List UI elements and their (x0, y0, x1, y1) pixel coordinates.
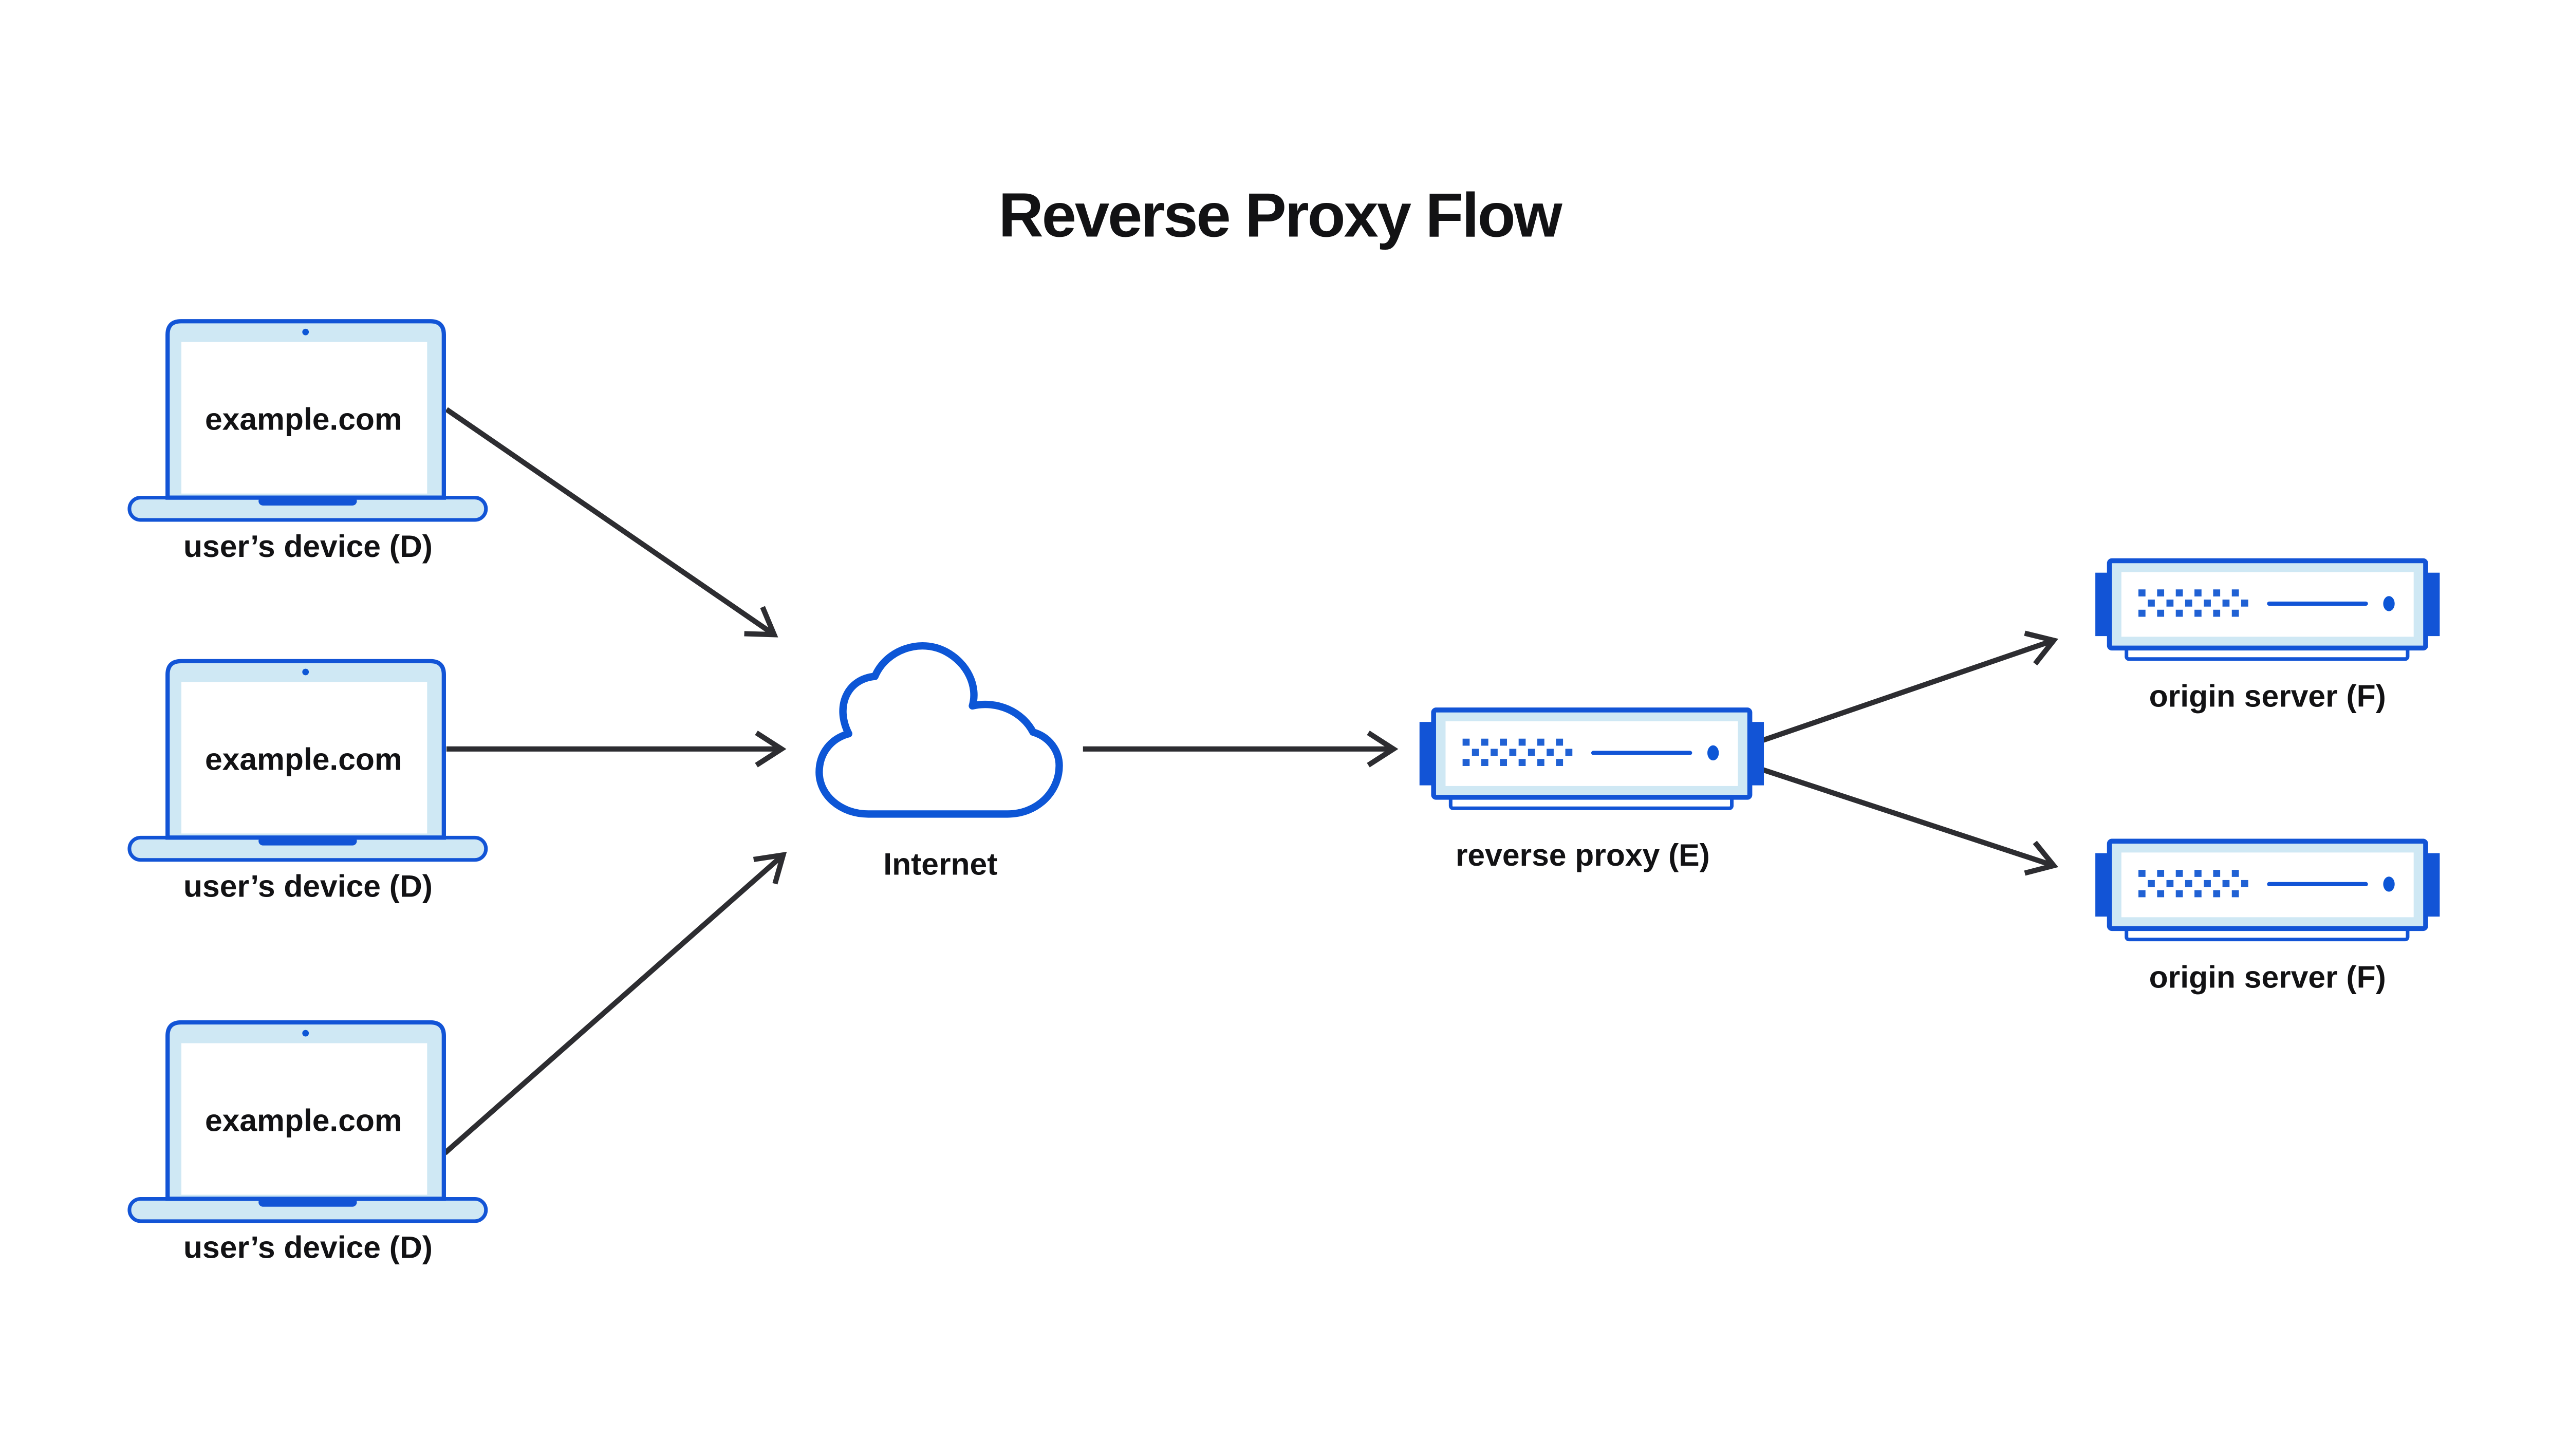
arrow-proxy-to-origin2 (1757, 766, 2059, 876)
user-device-3-node: example.com user’s device (D) (129, 1022, 486, 1265)
page-title: Reverse Proxy Flow (998, 180, 1562, 250)
origin-server-icon (2095, 841, 2440, 939)
origin-server-icon (2095, 561, 2440, 659)
device-label: user’s device (D) (183, 529, 433, 564)
arrow-device3-to-internet (443, 851, 787, 1155)
device-label: user’s device (D) (183, 868, 433, 903)
device-screen-url: example.com (205, 741, 402, 776)
internet-label: Internet (883, 846, 997, 881)
user-device-2-node: example.com user’s device (D) (129, 661, 486, 903)
device-screen-url: example.com (205, 402, 402, 437)
internet-node: Internet (815, 642, 1063, 881)
arrow-proxy-to-origin1 (1757, 630, 2059, 744)
origin-server-2-label: origin server (F) (2149, 959, 2386, 994)
origin-server-2-node (2095, 841, 2440, 939)
cloud-icon (815, 642, 1063, 818)
reverse-proxy-server-icon (1420, 710, 1764, 808)
device-screen-url: example.com (205, 1103, 402, 1137)
arrow-device1-to-internet (445, 407, 778, 638)
user-device-1-node: example.com user’s device (D) (129, 321, 486, 564)
device-label: user’s device (D) (183, 1230, 433, 1265)
reverse-proxy-label: reverse proxy (E) (1456, 837, 1710, 872)
reverse-proxy-node (1420, 710, 1764, 808)
connection-arrows (443, 407, 2059, 1155)
origin-server-1-node (2095, 561, 2440, 659)
origin-server-1-label: origin server (F) (2149, 679, 2386, 714)
